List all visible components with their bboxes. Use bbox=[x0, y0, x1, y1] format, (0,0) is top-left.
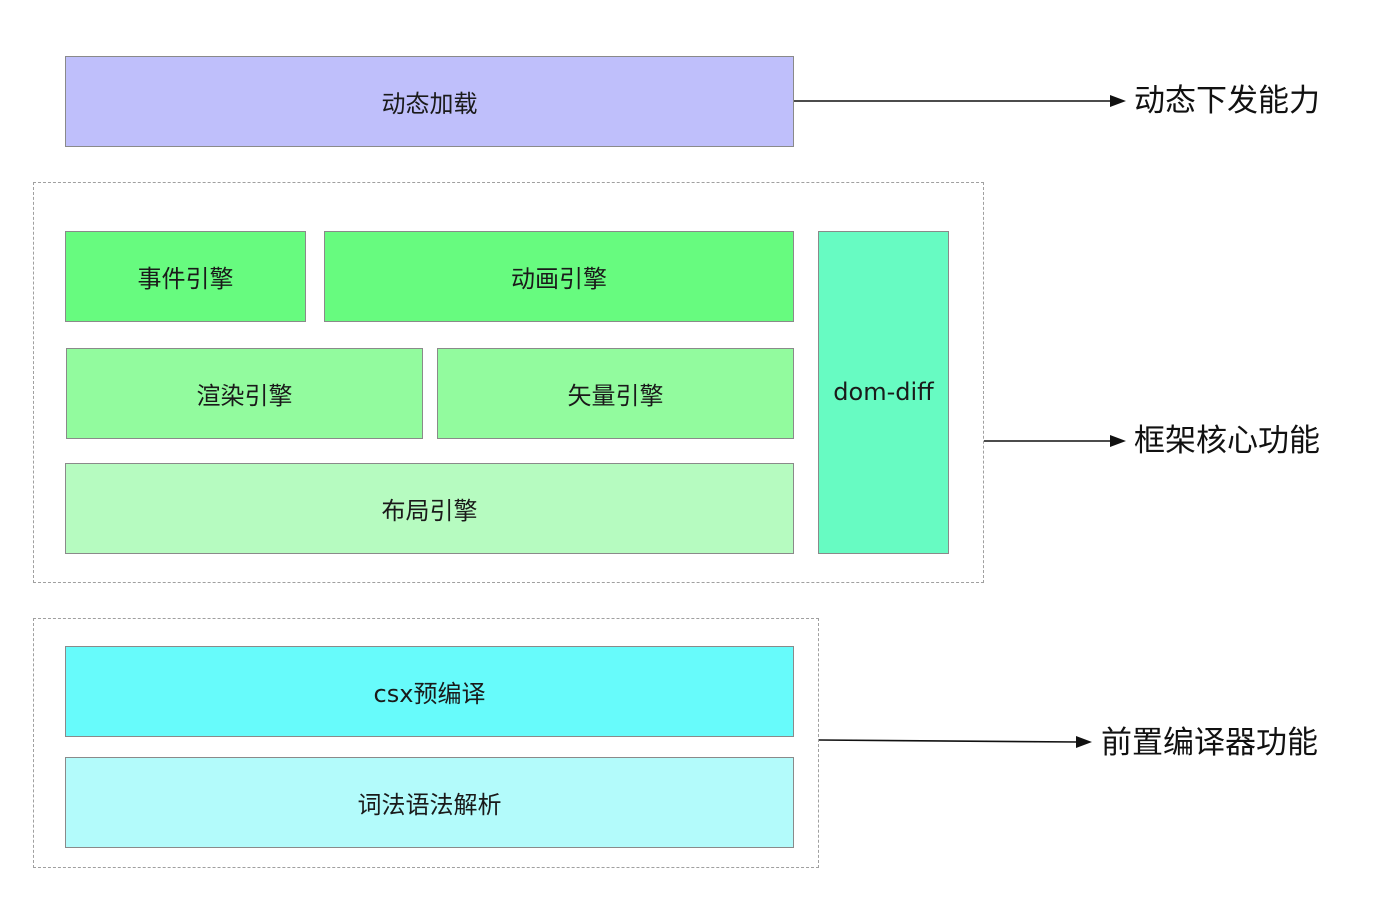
layout-engine-box: 布局引擎 bbox=[65, 463, 794, 554]
lexer-parser-label: 词法语法解析 bbox=[357, 791, 502, 819]
event-engine-box: 事件引擎 bbox=[65, 231, 306, 322]
core-framework-group bbox=[33, 182, 984, 583]
vector-engine-label: 矢量引擎 bbox=[567, 382, 664, 410]
csx-precompile-box: csx预编译 bbox=[65, 646, 794, 737]
compiler-group bbox=[33, 618, 819, 868]
render-engine-label: 渲染引擎 bbox=[196, 382, 293, 410]
arrowhead-dynamic bbox=[1110, 95, 1126, 107]
event-engine-label: 事件引擎 bbox=[137, 265, 234, 293]
vector-engine-box: 矢量引擎 bbox=[437, 348, 794, 439]
core-framework-caption: 框架核心功能 bbox=[1134, 423, 1320, 459]
animation-engine-label: 动画引擎 bbox=[511, 265, 607, 293]
arrow-compiler bbox=[818, 739, 1079, 743]
dom-diff-box: dom-diff bbox=[818, 231, 949, 554]
dynamic-load-box: 动态加载 bbox=[65, 56, 794, 147]
render-engine-box: 渲染引擎 bbox=[66, 348, 423, 439]
dynamic-load-label: 动态加载 bbox=[381, 90, 478, 118]
layout-engine-label: 布局引擎 bbox=[381, 497, 478, 525]
csx-precompile-label: csx预编译 bbox=[373, 680, 486, 708]
compiler-caption: 前置编译器功能 bbox=[1101, 725, 1318, 761]
lexer-parser-box: 词法语法解析 bbox=[65, 757, 794, 848]
arrowhead-compiler bbox=[1076, 736, 1092, 748]
animation-engine-box: 动画引擎 bbox=[324, 231, 794, 322]
dom-diff-label: dom-diff bbox=[833, 378, 934, 406]
arrowhead-core bbox=[1110, 435, 1126, 447]
dynamic-delivery-caption: 动态下发能力 bbox=[1134, 83, 1320, 119]
